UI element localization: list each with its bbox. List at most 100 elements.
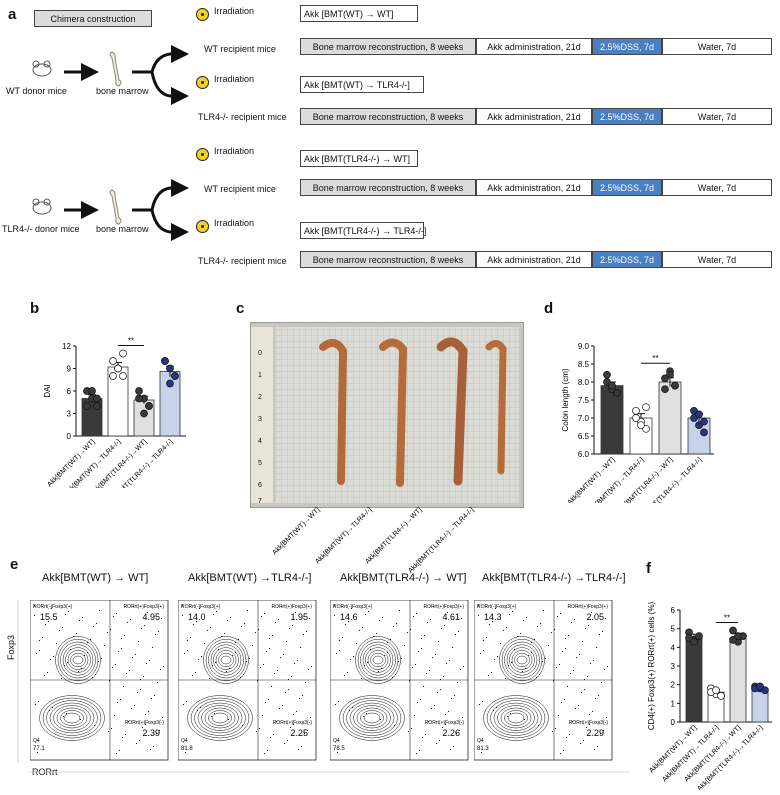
event-dot — [142, 727, 143, 728]
event-dot — [414, 715, 415, 716]
event-dot — [350, 659, 351, 660]
event-dot — [200, 707, 201, 708]
event-dot — [107, 632, 108, 633]
event-dot — [133, 606, 134, 607]
significance-label: ** — [724, 614, 730, 623]
event-dot — [263, 664, 264, 665]
event-dot — [267, 750, 268, 751]
event-dot — [353, 656, 354, 657]
mouse-icon — [30, 58, 54, 83]
event-dot — [574, 619, 575, 620]
event-dot — [509, 614, 510, 615]
contour — [197, 702, 243, 734]
event-dot — [481, 752, 482, 753]
event-dot — [539, 674, 540, 675]
colon-sample — [379, 338, 408, 487]
event-dot — [87, 642, 88, 643]
recipient-wt-label: WT recipient mice — [204, 44, 276, 54]
event-dot — [478, 605, 479, 606]
event-dot — [478, 615, 479, 616]
event-dot — [59, 630, 60, 631]
event-dot — [119, 750, 120, 751]
data-point — [642, 403, 650, 412]
event-dot — [128, 721, 129, 722]
event-dot — [227, 620, 228, 621]
data-point — [756, 682, 764, 691]
event-dot — [190, 637, 191, 638]
event-dot — [293, 724, 294, 725]
event-dot — [399, 610, 400, 611]
event-dot — [61, 678, 62, 679]
data-point — [608, 381, 616, 390]
event-dot — [305, 682, 306, 683]
event-dot — [243, 674, 244, 675]
event-dot — [543, 610, 544, 611]
contour — [213, 647, 239, 673]
event-dot — [362, 627, 363, 628]
event-dot — [199, 608, 200, 609]
event-dot — [298, 749, 299, 750]
event-dot — [430, 619, 431, 620]
event-dot — [122, 737, 123, 738]
event-dot — [146, 663, 147, 664]
event-dot — [130, 619, 131, 620]
event-dot — [526, 617, 527, 618]
event-dot — [152, 647, 153, 648]
event-dot — [339, 640, 340, 641]
timeline-recon: Bone marrow reconstruction, 8 weeks — [300, 179, 476, 196]
event-dot — [204, 643, 205, 644]
event-dot — [416, 613, 417, 614]
event-dot — [407, 632, 408, 633]
event-dot — [441, 628, 442, 629]
event-dot — [378, 671, 379, 672]
event-dot — [292, 625, 293, 626]
event-dot — [303, 634, 304, 635]
event-dot — [433, 606, 434, 607]
event-dot — [438, 641, 439, 642]
event-dot — [365, 614, 366, 615]
event-dot — [576, 657, 577, 658]
contour — [194, 700, 246, 736]
event-dot — [342, 637, 343, 638]
event-dot — [538, 725, 539, 726]
event-dot — [376, 633, 377, 634]
event-dot — [356, 643, 357, 644]
event-dot — [134, 705, 135, 706]
event-dot — [311, 666, 312, 667]
contour — [211, 712, 229, 724]
event-dot — [93, 626, 94, 627]
contour — [357, 638, 399, 682]
event-dot — [123, 686, 124, 687]
event-dot — [421, 648, 422, 649]
event-dot — [264, 753, 265, 754]
y-tick-label: 0 — [67, 432, 72, 441]
event-dot — [566, 737, 567, 738]
event-dot — [565, 638, 566, 639]
event-dot — [429, 670, 430, 671]
radiation-icon — [196, 8, 209, 21]
event-dot — [590, 663, 591, 664]
contour — [208, 710, 232, 726]
event-dot — [127, 622, 128, 623]
data-point — [700, 417, 708, 426]
event-dot — [562, 651, 563, 652]
event-dot — [50, 659, 51, 660]
event-dot — [444, 625, 445, 626]
timeline-recon: Bone marrow reconstruction, 8 weeks — [300, 108, 476, 125]
data-point — [690, 637, 698, 646]
event-dot — [606, 717, 607, 718]
contour — [72, 655, 84, 665]
event-dot — [492, 621, 493, 622]
event-dot — [428, 721, 429, 722]
group-label-box: Akk [BMT(WT) → WT] — [300, 5, 418, 22]
event-dot — [338, 701, 339, 702]
event-dot — [597, 746, 598, 747]
event-dot — [359, 630, 360, 631]
event-dot — [56, 643, 57, 644]
event-dot — [584, 679, 585, 680]
event-dot — [575, 708, 576, 709]
quadrant-value: 4.61 — [442, 612, 460, 622]
event-dot — [571, 622, 572, 623]
event-dot — [601, 682, 602, 683]
quadrant-label: RORrt(+)Foxp3(+) — [271, 604, 312, 610]
